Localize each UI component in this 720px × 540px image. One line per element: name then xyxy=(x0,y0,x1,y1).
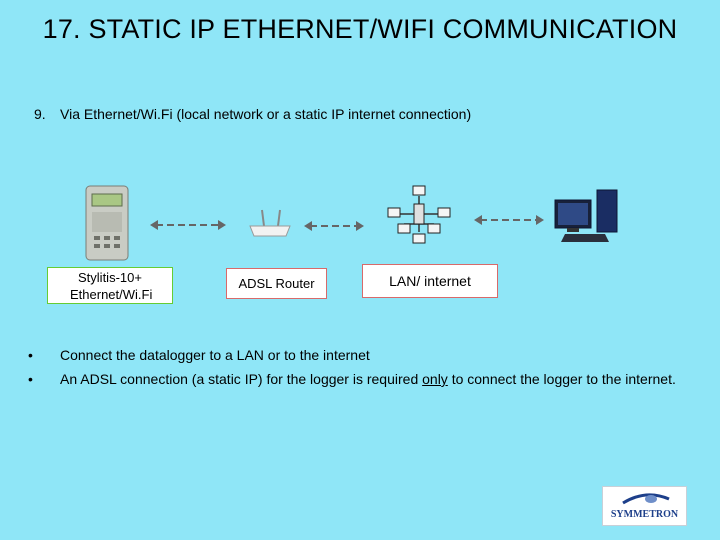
subtitle-number: 9. xyxy=(34,106,46,122)
underlined-word: only xyxy=(422,371,448,387)
computer-icon xyxy=(554,189,618,242)
bullet-dot: • xyxy=(28,371,33,387)
symmetron-logo: SYMMETRON xyxy=(602,486,687,526)
bullet-text: Connect the datalogger to a LAN or to th… xyxy=(60,347,370,363)
logo-swoosh-icon xyxy=(622,493,670,505)
connection-arrow-network-computer xyxy=(474,215,544,225)
network-label-text: LAN/ internet xyxy=(389,272,471,289)
network-icon xyxy=(387,185,451,244)
logo-text: SYMMETRON xyxy=(610,509,679,520)
router-label: ADSL Router xyxy=(226,268,327,299)
bullet-item: • Connect the datalogger to a LAN or to … xyxy=(28,345,678,366)
bullet-list: • Connect the datalogger to a LAN or to … xyxy=(28,345,678,393)
network-label: LAN/ internet xyxy=(362,264,498,298)
subtitle-text: Via Ethernet/Wi.Fi (local network or a s… xyxy=(60,106,472,122)
slide-subtitle: 9. Via Ethernet/Wi.Fi (local network or a… xyxy=(34,106,471,122)
bullet-dot: • xyxy=(28,347,33,363)
router-label-text: ADSL Router xyxy=(238,276,315,291)
datalogger-label: Stylitis-10+ Ethernet/Wi.Fi xyxy=(47,267,173,304)
router-icon xyxy=(249,209,291,237)
bullet-text: An ADSL connection (a static IP) for the… xyxy=(60,371,676,387)
datalogger-label-text: Stylitis-10+ Ethernet/Wi.Fi xyxy=(70,269,153,302)
datalogger-icon xyxy=(85,185,129,261)
connection-arrow-logger-router xyxy=(150,220,226,230)
slide-title: 17. STATIC IP ETHERNET/WIFI COMMUNICATIO… xyxy=(42,14,678,44)
connection-arrow-router-network xyxy=(304,221,364,231)
bullet-item: • An ADSL connection (a static IP) for t… xyxy=(28,369,678,390)
